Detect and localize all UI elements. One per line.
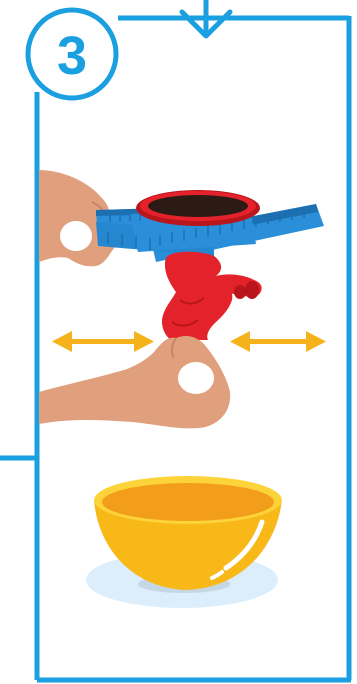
step-number-badge: 3 xyxy=(25,7,119,101)
lower-hand xyxy=(39,336,231,429)
step-frame xyxy=(0,15,352,683)
step-number-text: 3 xyxy=(57,26,87,86)
red-ring xyxy=(136,190,260,226)
silicone-mold xyxy=(162,251,262,343)
bowl xyxy=(86,476,282,608)
arrow-right-icon xyxy=(230,331,326,352)
arrow-down-icon xyxy=(179,0,233,39)
arrow-left-icon xyxy=(52,331,154,352)
